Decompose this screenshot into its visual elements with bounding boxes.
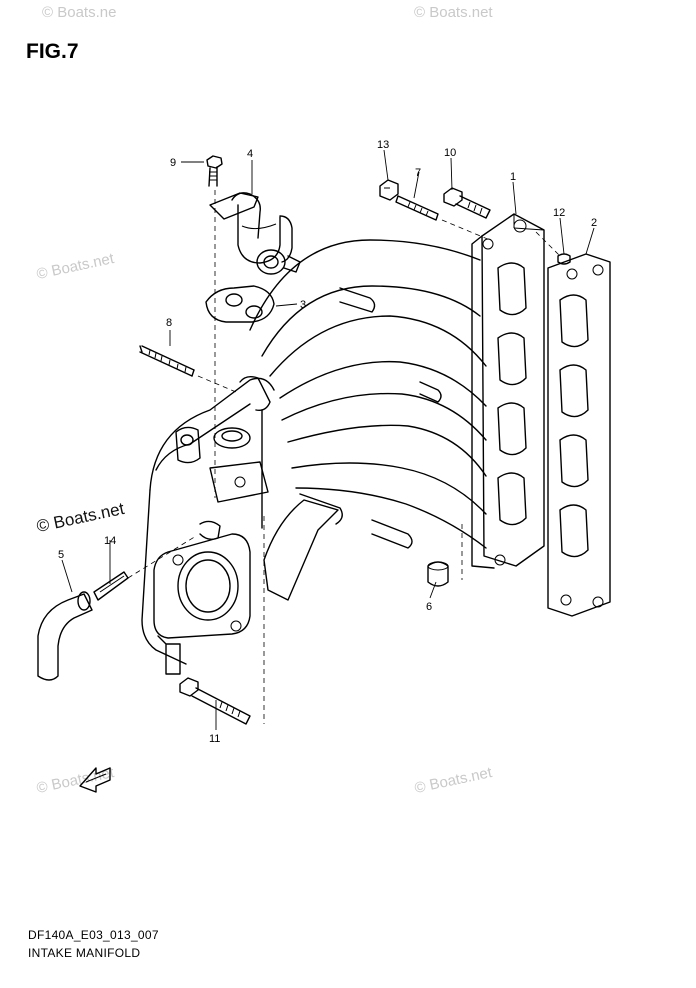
callout-8: 8 [166,317,172,329]
callout-12: 12 [553,207,565,219]
callout-6: 6 [426,601,432,613]
callout-7: 7 [415,167,421,179]
figure-caption: INTAKE MANIFOLD [28,946,141,960]
part-6-collar[interactable] [427,561,449,587]
callout-5: 5 [58,549,64,561]
figure-title: FIG.7 [26,40,79,63]
part-7-stud[interactable] [395,195,439,221]
part-14-clamp[interactable] [93,571,129,601]
part-3-gasket[interactable] [205,285,275,323]
part-8-stud[interactable] [139,345,195,377]
watermark: © Boats.ne [42,4,117,21]
part-2-manifold-gasket[interactable] [547,253,611,617]
fwd-arrow-icon [79,767,111,793]
callout-4: 4 [247,148,253,160]
part-13-nut[interactable] [379,179,399,201]
part-4-iac-valve[interactable] [209,192,301,275]
callout-2: 2 [591,217,597,229]
callout-10: 10 [444,147,456,159]
callout-11: 11 [209,733,220,745]
callout-9: 9 [170,157,176,169]
part-1-intake-manifold[interactable] [141,213,545,675]
part-5-hose[interactable] [37,591,93,681]
callout-13: 13 [377,139,389,151]
part-10-bolt[interactable] [443,187,491,219]
part-11-bolt[interactable] [179,677,251,725]
callout-14: 14 [104,535,116,547]
callout-1: 1 [510,171,516,183]
drawing-code: DF140A_E03_013_007 [28,928,159,942]
part-9-bolt[interactable] [206,155,223,187]
callout-3: 3 [300,299,306,311]
watermark: © Boats.net [414,4,493,21]
